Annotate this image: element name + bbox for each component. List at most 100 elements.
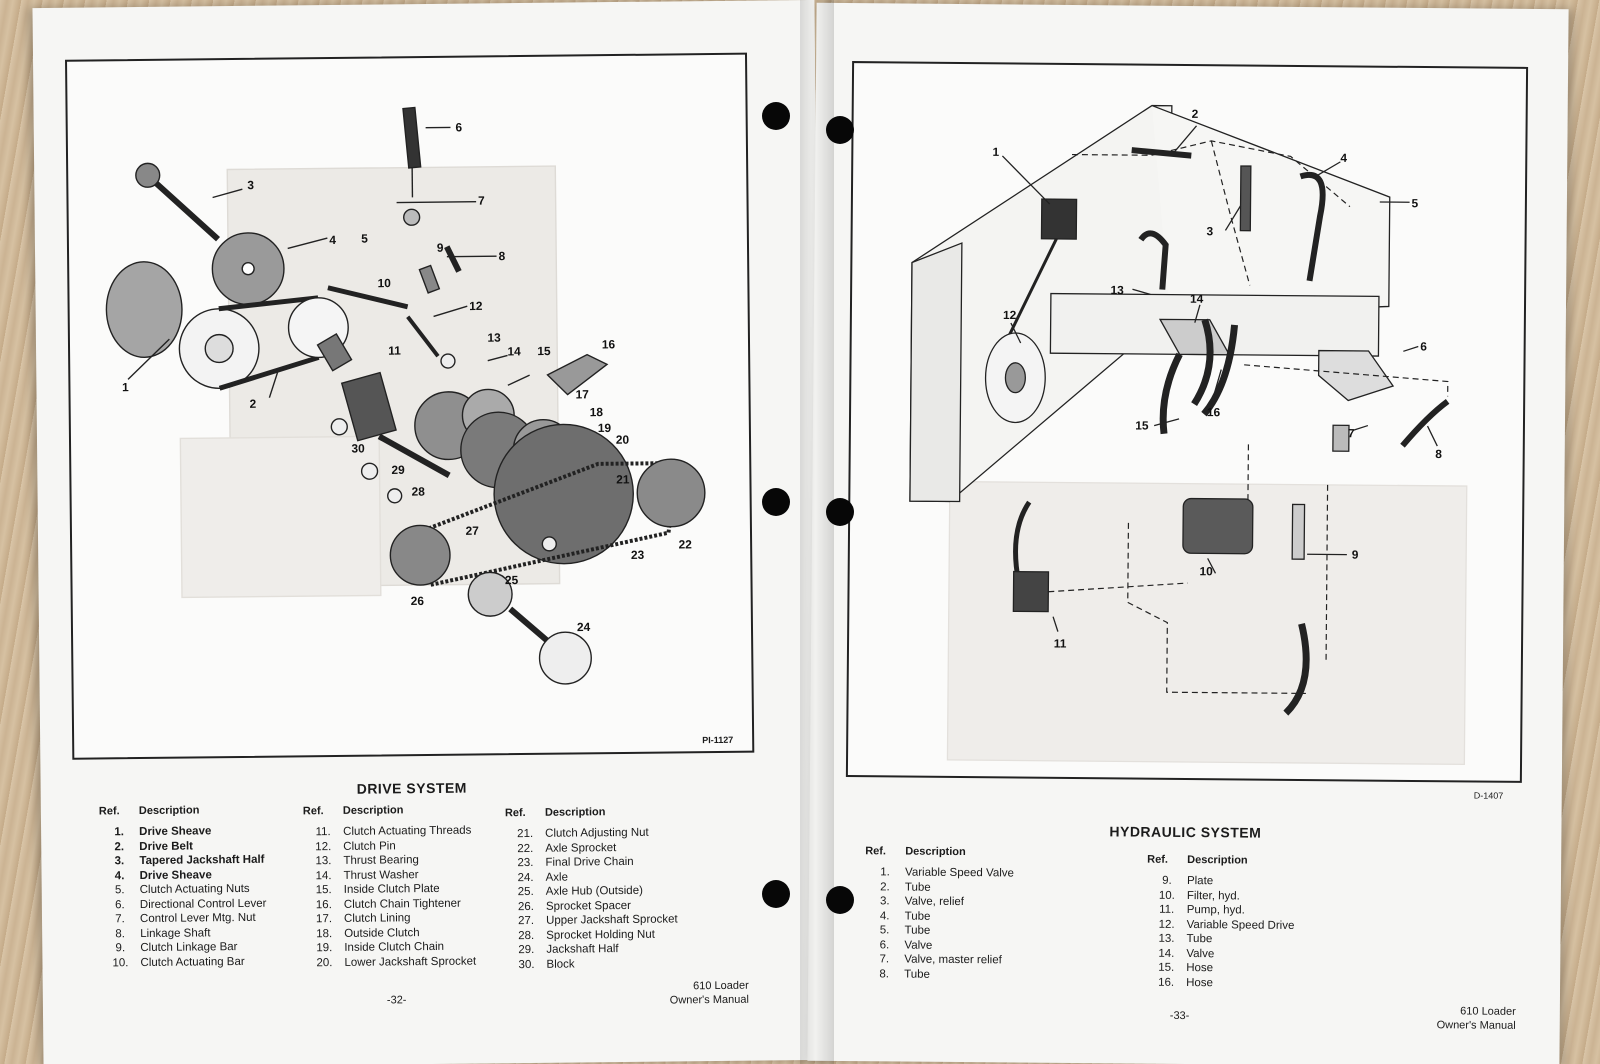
part-row: 7.Control Lever Mtg. Nut — [115, 911, 256, 926]
part-row: 9.Plate — [1162, 874, 1214, 888]
ref-header: Ref. — [98, 805, 120, 818]
callout-22: 22 — [678, 537, 692, 551]
callout-21: 21 — [616, 472, 630, 486]
callout-5: 5 — [1412, 196, 1419, 210]
callout-13: 13 — [487, 331, 501, 345]
ref-header: Ref. — [865, 845, 887, 858]
callout-10: 10 — [377, 276, 391, 290]
parts-column-1: Ref.Description 1.Drive Sheave 2.Drive B… — [99, 804, 267, 971]
part-row: 28.Sprocket Holding Nut — [518, 928, 655, 942]
callout-14: 14 — [507, 344, 521, 358]
part-row: 4.Tube — [879, 909, 931, 923]
callout-29: 29 — [391, 463, 405, 477]
callout-12: 12 — [469, 299, 483, 313]
callout-7: 7 — [1348, 426, 1355, 440]
callout-17: 17 — [575, 387, 589, 401]
drawing-code: D-1407 — [1473, 790, 1504, 801]
desc-header: Description — [138, 804, 200, 818]
footer-model: 610 Loader — [1460, 1005, 1516, 1018]
part-row: 16.Clutch Chain Tightener — [315, 897, 461, 911]
callout-11: 11 — [1054, 636, 1067, 650]
callout-4: 4 — [329, 233, 336, 247]
parts-column-2: Ref.Description 9.Plate 10.Filter, hyd. … — [1146, 854, 1295, 991]
desc-header: Description — [544, 806, 606, 819]
parts-column-3: Ref.Description 21.Clutch Adjusting Nut … — [505, 805, 678, 972]
desc-header: Description — [905, 845, 966, 859]
callout-24: 24 — [577, 620, 591, 634]
binder-hole — [826, 498, 854, 526]
ref-header: Ref. — [504, 807, 526, 820]
part-row: 5.Tube — [879, 924, 931, 937]
part-row: 1.Variable Speed Valve — [880, 866, 1014, 880]
section-title: DRIVE SYSTEM — [356, 779, 467, 797]
footer-manual: Owner's Manual — [669, 993, 749, 1007]
callout-28: 28 — [411, 485, 425, 499]
binder-hole — [826, 116, 854, 144]
drive-system-diagram: 6 3 4 7 5 9 8 10 12 11 13 14 15 16 17 18… — [65, 52, 755, 760]
callout-12: 12 — [1003, 308, 1017, 322]
callout-25: 25 — [505, 573, 519, 587]
part-row: 3.Tapered Jackshaft Half — [114, 853, 265, 868]
drawing-code: PI-1127 — [702, 734, 734, 746]
callout-8: 8 — [1435, 447, 1442, 461]
page-number: -32- — [386, 994, 407, 1007]
binder-hole — [762, 102, 790, 130]
callout-8: 8 — [498, 249, 505, 263]
part-row: 13.Tube — [1158, 932, 1213, 946]
part-row: 15.Hose — [1158, 961, 1214, 975]
desc-header: Description — [1187, 854, 1248, 867]
callout-6: 6 — [455, 120, 462, 134]
hydraulic-callouts: 1 2 3 4 5 6 7 8 9 10 11 12 13 14 15 16 — [992, 107, 1442, 651]
binder-hole — [762, 880, 790, 908]
ref-header: Ref. — [302, 805, 324, 818]
page-number: -33- — [1169, 1009, 1190, 1023]
part-row: 6.Valve — [879, 938, 933, 952]
callout-2: 2 — [1192, 107, 1199, 121]
part-row: 11.Clutch Actuating Threads — [315, 824, 472, 839]
callout-1: 1 — [122, 380, 129, 394]
callout-2: 2 — [249, 397, 256, 411]
right-page: 1 2 3 4 5 6 7 8 9 10 11 12 13 14 15 16 D… — [807, 2, 1569, 1064]
footer-model: 610 Loader — [693, 979, 749, 993]
callout-9: 9 — [1352, 548, 1359, 562]
callout-9: 9 — [437, 241, 444, 255]
callout-11: 11 — [388, 344, 401, 358]
callout-6: 6 — [1420, 339, 1427, 353]
callout-3: 3 — [1206, 224, 1213, 238]
callout-15: 15 — [537, 344, 551, 358]
part-row: 10.Filter, hyd. — [1158, 889, 1240, 902]
callout-23: 23 — [631, 548, 645, 562]
callout-3: 3 — [247, 178, 254, 192]
part-row: 2.Tube — [880, 880, 931, 894]
page-footer: 610 Loader Owner's Manual — [1404, 1004, 1516, 1033]
ref-header: Ref. — [1147, 853, 1168, 866]
desc-header: Description — [342, 804, 404, 817]
binder-hole — [826, 886, 854, 914]
part-row: 10.Clutch Actuating Bar — [112, 955, 245, 969]
callout-19: 19 — [598, 421, 612, 435]
callout-20: 20 — [616, 433, 630, 447]
callout-7: 7 — [478, 194, 485, 208]
part-row: 14.Valve — [1158, 947, 1215, 960]
callout-5: 5 — [361, 232, 368, 246]
callout-16: 16 — [602, 337, 616, 351]
callout-14: 14 — [1190, 292, 1204, 306]
callout-15: 15 — [1135, 418, 1149, 432]
part-row: 7.Valve, master relief — [879, 953, 1002, 967]
book-gutter — [800, 0, 834, 1064]
drive-callouts: 6 3 4 7 5 9 8 10 12 11 13 14 15 16 17 18… — [122, 120, 692, 634]
part-row: 30.Block — [518, 957, 575, 971]
callout-26: 26 — [411, 594, 425, 608]
callout-1: 1 — [992, 145, 999, 159]
callout-27: 27 — [466, 524, 480, 538]
part-row: 3.Valve, relief — [879, 895, 965, 909]
callout-13: 13 — [1111, 283, 1125, 297]
part-row: 11.Pump, hyd. — [1159, 903, 1245, 917]
part-row: 16.Hose — [1158, 976, 1214, 989]
binder-hole — [762, 488, 790, 516]
part-row: 20.Lower Jackshaft Sprocket — [316, 955, 477, 969]
parts-column-2: Ref. Description 11.Clutch Actuating Thre… — [303, 804, 476, 971]
page-footer: 610 Loader Owner's Manual — [639, 979, 749, 1008]
callout-10: 10 — [1200, 564, 1214, 578]
hydraulic-system-svg: 1 2 3 4 5 6 7 8 9 10 11 12 13 14 15 16 — [909, 104, 1468, 766]
